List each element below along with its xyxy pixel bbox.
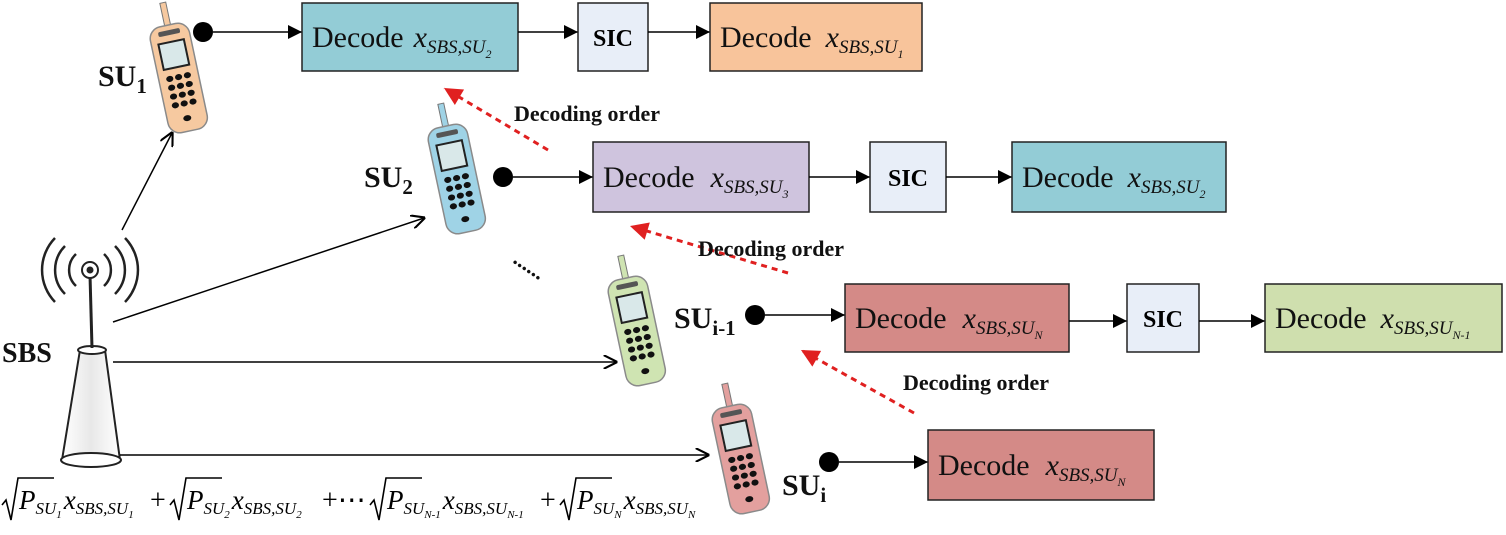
mobile-phone-icon bbox=[149, 1, 209, 134]
formula-operator: + bbox=[150, 485, 166, 516]
mobile-phone-icon bbox=[427, 102, 487, 235]
decode-box bbox=[844, 283, 1070, 353]
formula-term: PSU2xSBS,SU2 bbox=[186, 485, 302, 521]
user-label-sui: SUi bbox=[782, 469, 826, 507]
sic-box bbox=[1126, 283, 1200, 353]
ellipsis-dots: ...... bbox=[509, 245, 550, 284]
user-label-su2: SU2 bbox=[364, 161, 413, 199]
decode-box bbox=[301, 2, 519, 72]
formula-term: PSUN-1xSBS,SUN-1 bbox=[386, 485, 524, 521]
decode-box bbox=[592, 141, 810, 213]
user-label-sui-1: SUi-1 bbox=[674, 302, 736, 340]
decode-box bbox=[709, 2, 923, 72]
antenna-tower-icon bbox=[40, 237, 140, 468]
receiver-node bbox=[819, 452, 839, 472]
receiver-node bbox=[745, 305, 765, 325]
decoding-order-label: Decoding order bbox=[514, 101, 660, 126]
formula-operator: +⋯ bbox=[322, 485, 366, 516]
sic-box bbox=[577, 2, 649, 72]
downlink-arrows bbox=[112, 133, 708, 455]
decode-box bbox=[927, 429, 1155, 501]
receiver-node bbox=[493, 167, 513, 187]
decoding-order-label: Decoding order bbox=[903, 370, 1049, 395]
mobile-phone-icon bbox=[711, 382, 771, 515]
formula-term: PSUNxSBS,SUN bbox=[576, 485, 696, 521]
receiver-node bbox=[193, 22, 213, 42]
decoding-order-label: Decoding order bbox=[698, 236, 844, 261]
formula-term: PSU1xSBS,SU1 bbox=[18, 485, 134, 521]
mobile-phone-icon bbox=[607, 254, 667, 387]
transmit-formula: PSU1xSBS,SU1 + PSU2xSBS,SU2 +⋯ PSUN-1xSBS,SU… bbox=[1, 477, 696, 521]
sic-label: SIC bbox=[593, 26, 633, 52]
decoding-order-arrow bbox=[629, 222, 789, 275]
sic-label: SIC bbox=[888, 166, 928, 192]
sic-box bbox=[869, 141, 947, 213]
formula-operator: + bbox=[540, 485, 556, 516]
decoding-order-arrow bbox=[443, 86, 549, 152]
phones bbox=[149, 1, 771, 515]
sic-label: SIC bbox=[1143, 307, 1183, 333]
decode-box bbox=[1011, 141, 1227, 213]
sbs-label: SBS bbox=[2, 338, 52, 369]
user-label-su1: SU1 bbox=[98, 60, 147, 98]
decoding-order-arrow bbox=[800, 348, 915, 415]
decode-box bbox=[1264, 283, 1503, 353]
